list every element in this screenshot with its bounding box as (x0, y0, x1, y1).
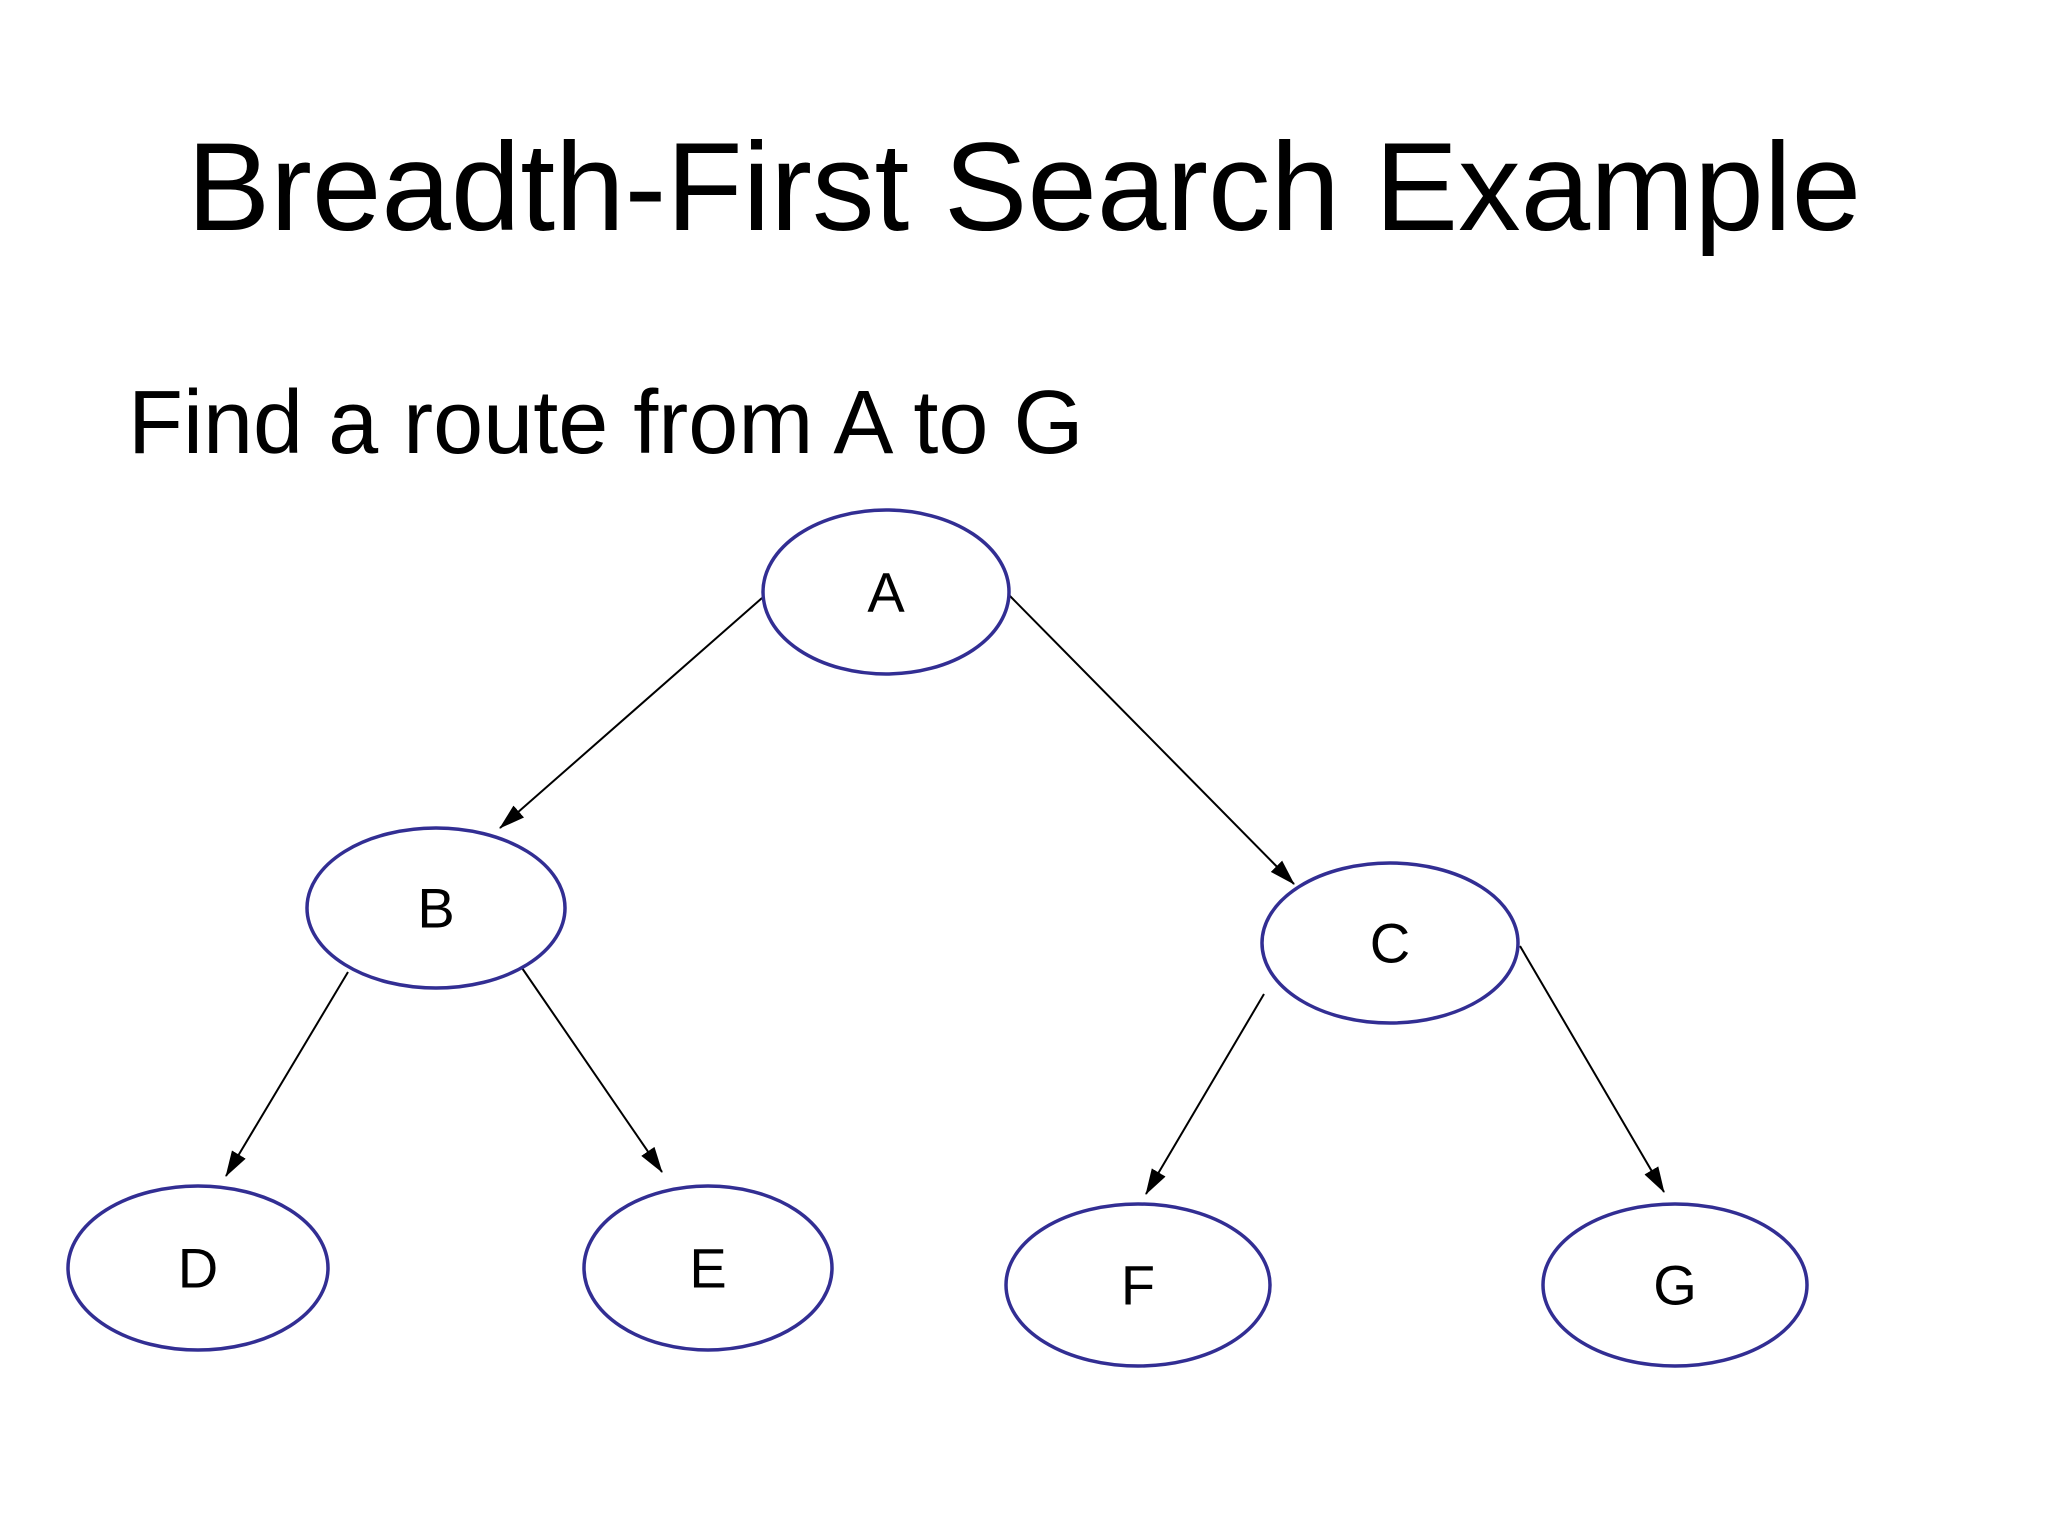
node-ellipse-B (305, 826, 567, 990)
node-label-E: E (689, 1237, 726, 1300)
node-ellipse-A (761, 508, 1011, 676)
node-ellipse-E (582, 1184, 834, 1352)
edge-C-G (1519, 945, 1665, 1193)
node-label-G: G (1653, 1254, 1697, 1317)
node-label-F: F (1121, 1254, 1155, 1317)
slide-subtitle: Find a route from A to G (128, 373, 1084, 473)
node-label-B: B (417, 877, 454, 940)
edge-B-E (521, 967, 663, 1173)
edge-A-B (499, 597, 763, 829)
node-ellipse-F (1004, 1202, 1272, 1368)
node-label-C: C (1370, 912, 1410, 975)
page-title: Breadth-First Search Example (186, 118, 1862, 257)
edge-B-D (225, 971, 349, 1177)
node-ellipse-D (66, 1184, 330, 1352)
node-ellipse-G (1541, 1202, 1809, 1368)
edge-A-C (1007, 593, 1295, 885)
node-ellipse-C (1260, 861, 1520, 1025)
edges-layer (225, 593, 1665, 1195)
node-label-D: D (178, 1237, 218, 1300)
nodes-layer: A B C D E F G (66, 508, 1809, 1368)
edge-C-F (1145, 993, 1265, 1195)
node-label-A: A (867, 561, 905, 624)
